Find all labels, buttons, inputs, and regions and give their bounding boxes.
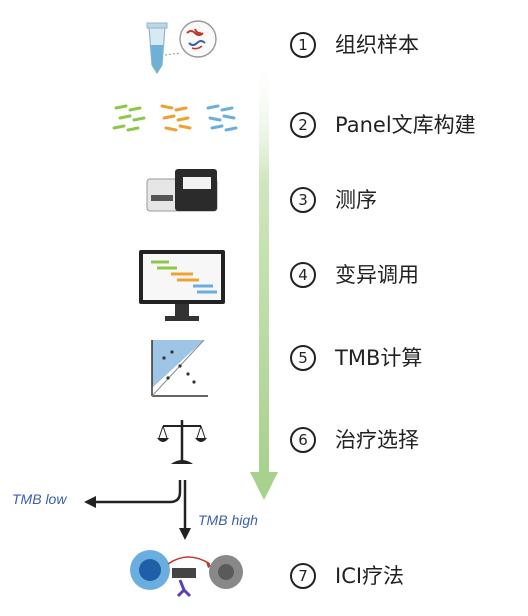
step-6-label: 治疗选择 <box>335 428 419 452</box>
step-4-number: 4 <box>290 262 316 288</box>
tissue-sample-tube-icon <box>146 20 217 75</box>
step-5-label: TMB计算 <box>335 346 423 370</box>
variant-calling-monitor-icon <box>139 250 225 321</box>
step-2-number: 2 <box>290 112 316 138</box>
step-4-label: 变异调用 <box>335 263 419 287</box>
step-7-number: 7 <box>290 563 316 589</box>
step-2-label: Panel文库构建 <box>335 113 476 137</box>
balance-scale-icon <box>157 420 207 464</box>
scatter-plot-icon <box>151 339 208 397</box>
step-7-label: ICI疗法 <box>335 564 405 588</box>
tmb-high-label: TMB high <box>198 512 258 528</box>
step-6-number: 6 <box>290 427 316 453</box>
step-5-number: 5 <box>290 345 316 371</box>
step-1-label: 组织样本 <box>335 33 419 57</box>
step-1-number: 1 <box>290 32 316 58</box>
dna-fragments-icon <box>112 104 238 132</box>
immune-cell-icon <box>130 550 243 598</box>
tmb-low-label: TMB low <box>12 491 67 507</box>
step-3-number: 3 <box>290 187 316 213</box>
step-3-label: 测序 <box>335 188 377 212</box>
sequencer-machine-icon <box>146 169 218 212</box>
